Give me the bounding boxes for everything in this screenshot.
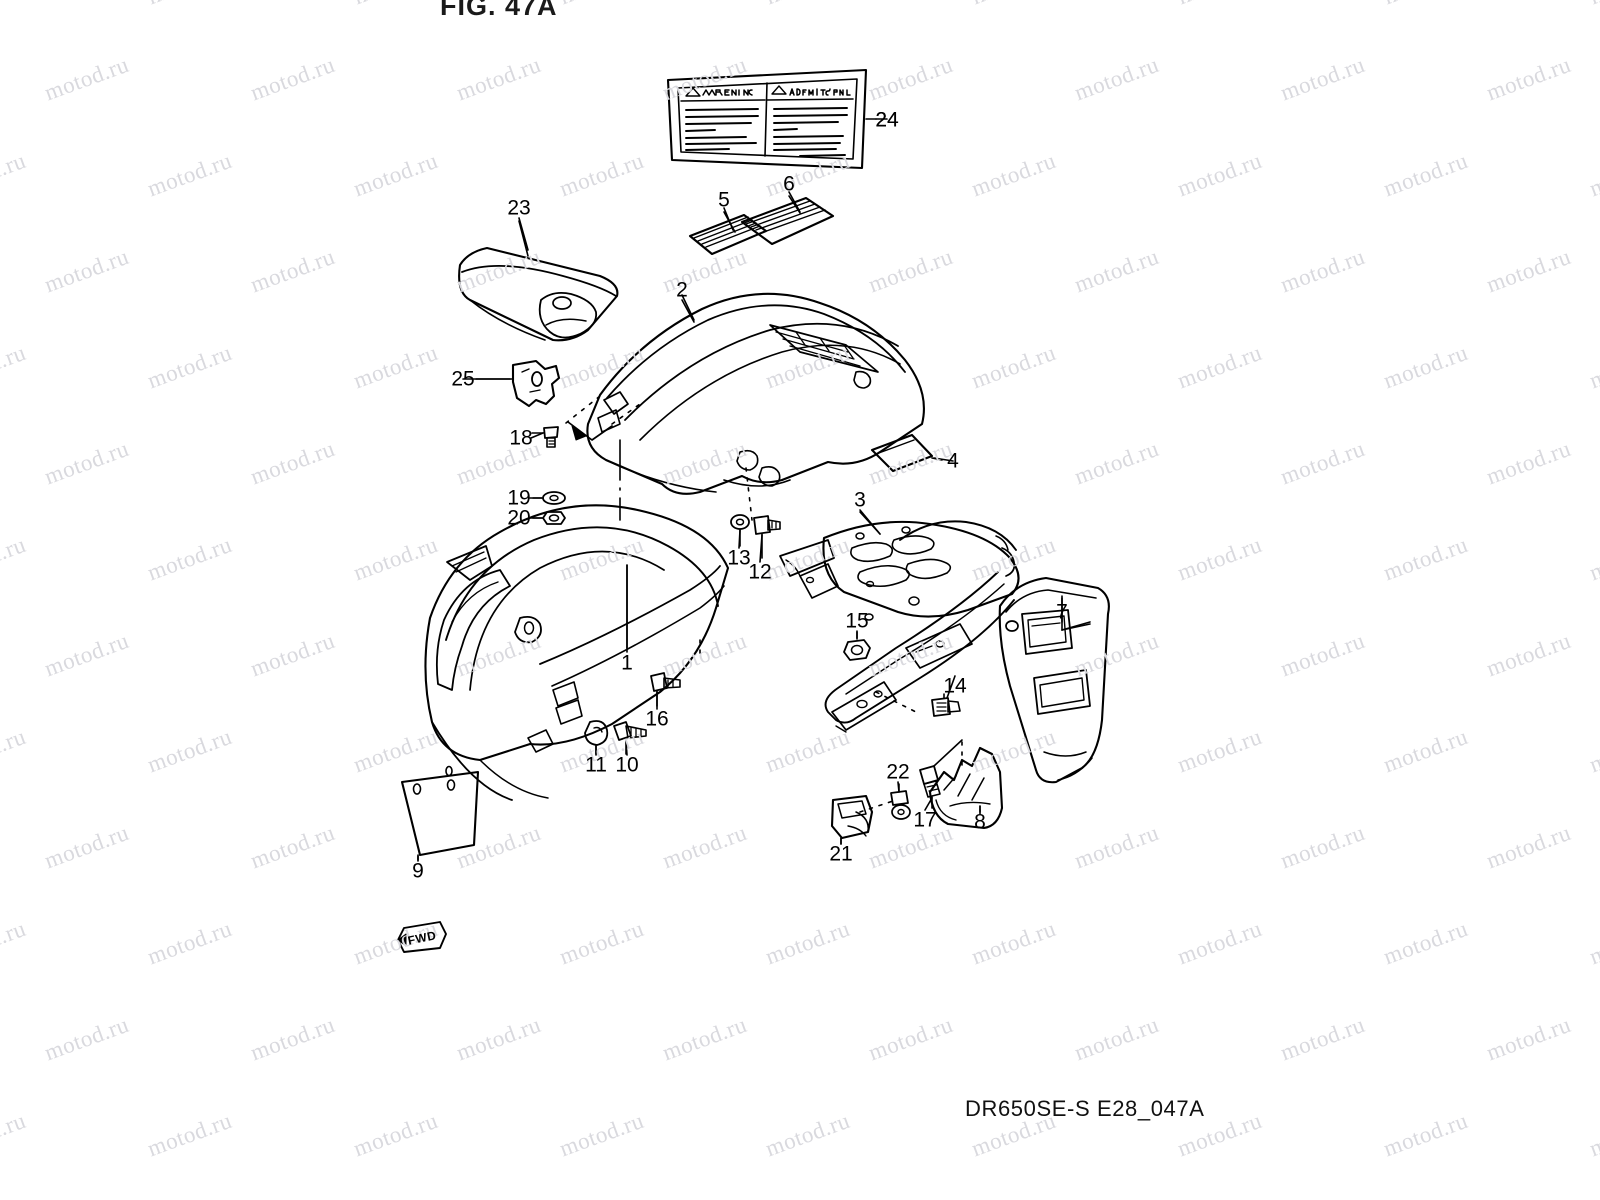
callout-leaders [417,118,1091,862]
fender-trim-strip-shape [870,433,943,473]
seat-cowl-shape [458,220,619,342]
bolt-14-shape [931,693,961,717]
assembly-arrowheads [686,616,700,632]
bolt-22-shape [890,783,911,820]
bracket-small-shape [475,359,561,408]
clamp-shape [830,794,874,845]
screw-17-shape [919,739,963,809]
bolt-12-shape [753,515,781,559]
rear-fender-outer-shape [586,292,925,495]
stay-bracket-shape [928,746,1004,830]
assembly-guides [565,395,963,813]
warning-label-shape [666,68,877,170]
fender-bracket-shape [779,511,1020,733]
rear-fender-inner-shape [424,421,730,801]
fwd-arrow-shape [397,921,447,953]
mudflap-panel-shape [998,576,1110,784]
license-plate-panel-shape [400,770,480,861]
molding-strip-right [740,195,835,246]
bolt-18-shape [531,426,559,448]
screw-10-shape [613,721,647,755]
